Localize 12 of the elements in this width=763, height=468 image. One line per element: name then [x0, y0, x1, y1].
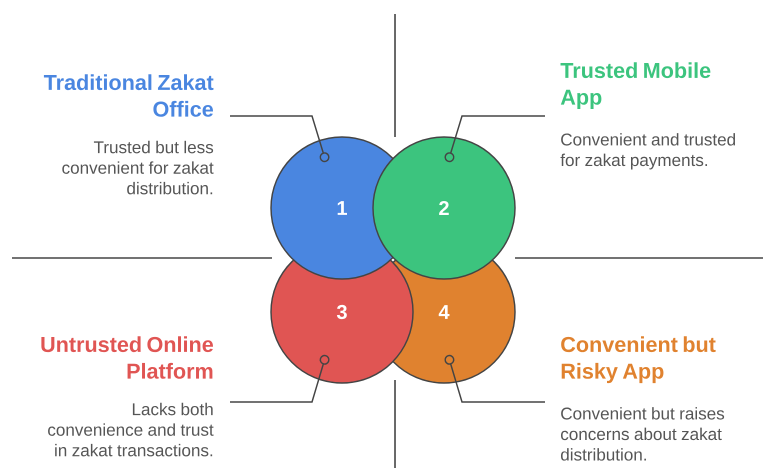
- description-text: Lacks both convenience and trust in zakat transactions.: [48, 402, 214, 456]
- heading-text: Untrusted Online Platform: [41, 336, 213, 379]
- description-text: Convenient and trusted for zakat payments.: [560, 133, 735, 170]
- leader-line: [230, 115, 330, 162]
- description-text: Trusted but less convenient for zakat distribution.: [62, 140, 214, 194]
- heading-text: Trusted Mobile App: [560, 62, 710, 110]
- leader-line: [230, 354, 330, 403]
- heading-text: Traditional Zakat Office: [44, 74, 214, 117]
- leader-line: [444, 354, 545, 403]
- description-text: Convenient but raises concerns about zakat distribution.: [560, 407, 724, 461]
- leader-line: [444, 115, 545, 162]
- heading-text: Convenient but Risky App: [561, 336, 716, 384]
